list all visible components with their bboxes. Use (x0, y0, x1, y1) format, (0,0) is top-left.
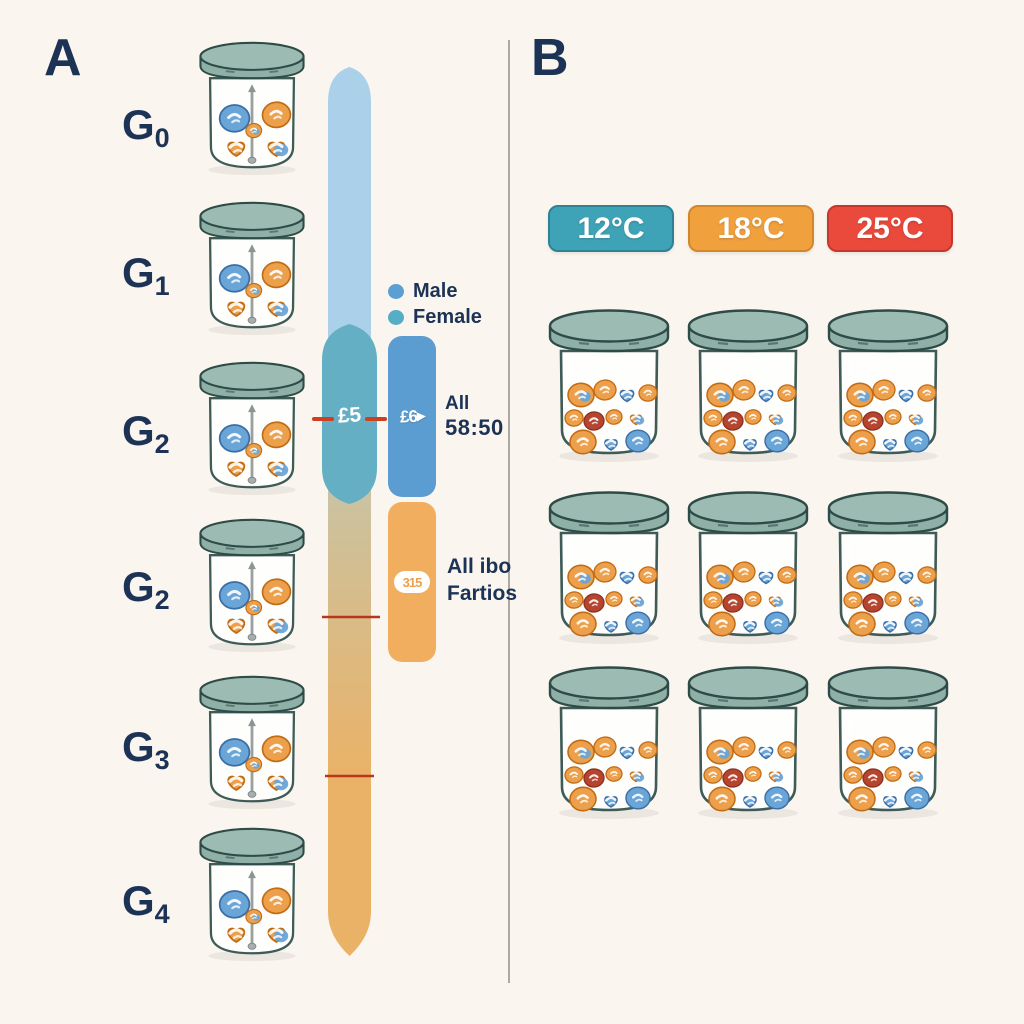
jar-generation-g1 (196, 198, 308, 336)
generation-label-g1: G1 (122, 252, 170, 300)
female-dot-icon (388, 309, 404, 325)
sex-legend: Male Female (388, 280, 482, 332)
gen-sub: 4 (154, 899, 170, 929)
jar-generation-g2b (196, 515, 308, 653)
generation-label-g0: G0 (122, 104, 170, 152)
gen-sub: 2 (154, 585, 170, 615)
svg-text:£5: £5 (337, 403, 362, 428)
temp-badge-25c: 25°C (827, 205, 953, 252)
jar-18c-rep3 (684, 662, 812, 820)
annotation-line: All (445, 393, 470, 414)
annotation-line: All ibo (447, 555, 512, 578)
legend-row-female: Female (388, 306, 482, 328)
jar-generation-g4 (196, 824, 308, 962)
jar-generation-g2a (196, 358, 308, 496)
annotation-all-ratios: All ibo Fartios (447, 553, 517, 607)
gen-sub: 3 (154, 745, 170, 775)
gen-sub: 1 (154, 271, 170, 301)
annotation-line: Fartios (447, 582, 518, 605)
cloud-glyph-icon: 315 (394, 571, 430, 593)
timeline-arrow: £5 (310, 60, 394, 965)
jar-generation-g0 (196, 38, 308, 176)
annotation-sex-ratio: All 58:50 (445, 392, 504, 440)
gen-base: G (122, 877, 155, 924)
gen-base: G (122, 101, 155, 148)
panel-divider (508, 40, 510, 983)
gen-sub: 0 (154, 123, 170, 153)
generation-label-g4: G4 (122, 880, 170, 928)
jar-25c-rep1 (824, 305, 952, 463)
jar-12c-rep2 (545, 487, 673, 645)
jar-18c-rep1 (684, 305, 812, 463)
jar-generation-g3 (196, 672, 308, 810)
annotation-line: 58:50 (445, 415, 504, 440)
legend-female-label: Female (413, 306, 482, 328)
gen-base: G (122, 249, 155, 296)
jar-12c-rep1 (545, 305, 673, 463)
panel-b-label: B (531, 29, 569, 87)
generation-label-g2a: G2 (122, 410, 170, 458)
blue-phase-bar: £6▶ (388, 336, 436, 497)
jar-12c-rep3 (545, 662, 673, 820)
orange-phase-bar: 315 (388, 502, 436, 662)
male-dot-icon (388, 283, 404, 299)
temp-badge-12c: 12°C (548, 205, 674, 252)
gen-base: G (122, 407, 155, 454)
jar-18c-rep2 (684, 487, 812, 645)
gen-sub: 2 (154, 429, 170, 459)
legend-male-label: Male (413, 280, 458, 302)
gen-base: G (122, 563, 155, 610)
generation-label-g3: G3 (122, 726, 170, 774)
generation-label-g2b: G2 (122, 566, 170, 614)
panel-a-label: A (44, 29, 82, 87)
legend-row-male: Male (388, 280, 482, 302)
jar-25c-rep2 (824, 487, 952, 645)
flask-glyph-icon: £6▶ (399, 406, 425, 427)
jar-25c-rep3 (824, 662, 952, 820)
temp-badge-18c: 18°C (688, 205, 814, 252)
gen-base: G (122, 723, 155, 770)
